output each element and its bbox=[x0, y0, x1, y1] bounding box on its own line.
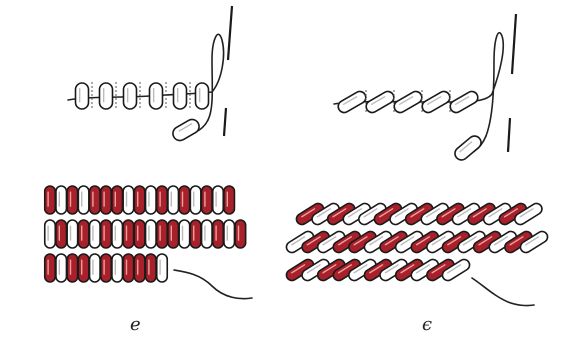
bead bbox=[122, 253, 135, 283]
bead-outline bbox=[172, 82, 188, 110]
bead bbox=[389, 202, 418, 226]
bead bbox=[66, 253, 79, 283]
bead-outline bbox=[365, 90, 395, 114]
needle-icon bbox=[226, 5, 234, 61]
bead-outline bbox=[337, 90, 367, 114]
bead bbox=[66, 185, 79, 215]
bead bbox=[77, 253, 90, 283]
bead bbox=[111, 219, 124, 249]
bead bbox=[55, 253, 68, 283]
bead bbox=[178, 185, 191, 215]
bead bbox=[77, 185, 90, 215]
bead bbox=[155, 185, 169, 215]
bead bbox=[88, 253, 101, 283]
needle-icon bbox=[510, 13, 518, 75]
thread-tail bbox=[471, 277, 535, 307]
bead bbox=[122, 219, 135, 249]
bead bbox=[55, 185, 68, 215]
needle-icon bbox=[506, 117, 512, 153]
bead-outline bbox=[194, 82, 210, 110]
bead bbox=[144, 185, 157, 215]
bead bbox=[514, 202, 543, 226]
bead bbox=[189, 219, 202, 249]
bead bbox=[88, 185, 101, 215]
bead bbox=[223, 185, 236, 215]
bead bbox=[234, 219, 247, 249]
bead-loose bbox=[454, 135, 482, 161]
bead bbox=[441, 258, 471, 282]
bead bbox=[99, 185, 113, 215]
bead-outline bbox=[421, 90, 451, 114]
bead bbox=[223, 219, 236, 249]
bead bbox=[111, 185, 124, 215]
bead bbox=[66, 219, 79, 249]
bead bbox=[99, 219, 113, 249]
bead bbox=[133, 219, 146, 249]
needle-icon bbox=[222, 107, 228, 137]
bead bbox=[178, 219, 191, 249]
bead bbox=[519, 230, 549, 254]
bead-outline bbox=[148, 82, 164, 110]
bead bbox=[211, 219, 225, 249]
bead-outline bbox=[449, 90, 479, 114]
bead bbox=[43, 253, 57, 283]
bead bbox=[189, 185, 202, 215]
bead bbox=[43, 219, 57, 249]
bead bbox=[99, 253, 113, 283]
bead bbox=[111, 253, 124, 283]
bead bbox=[122, 185, 135, 215]
panel-vertical-stitch bbox=[43, 5, 253, 300]
thread-line bbox=[485, 31, 505, 137]
bead bbox=[211, 185, 225, 215]
bead bbox=[167, 185, 180, 215]
bead bbox=[133, 185, 146, 215]
thread-tail bbox=[173, 269, 253, 300]
caption-right: є bbox=[422, 314, 433, 335]
bead bbox=[200, 219, 213, 249]
bead bbox=[88, 219, 101, 249]
bead-outline bbox=[74, 82, 90, 110]
bead bbox=[155, 219, 169, 249]
bead-outline bbox=[122, 82, 138, 110]
bead bbox=[43, 185, 57, 215]
bead bbox=[133, 253, 146, 283]
bead bbox=[144, 253, 157, 283]
thread-line bbox=[207, 33, 225, 121]
bead bbox=[55, 219, 68, 249]
bead-loose bbox=[172, 118, 200, 142]
bead bbox=[77, 219, 90, 249]
bead bbox=[200, 185, 213, 215]
bead bbox=[144, 219, 157, 249]
bead bbox=[167, 219, 180, 249]
caption-left: е bbox=[130, 314, 141, 335]
bead-outline bbox=[98, 82, 114, 110]
bead-outline bbox=[393, 90, 423, 114]
bead bbox=[155, 253, 169, 283]
panel-diagonal-stitch bbox=[285, 13, 549, 307]
